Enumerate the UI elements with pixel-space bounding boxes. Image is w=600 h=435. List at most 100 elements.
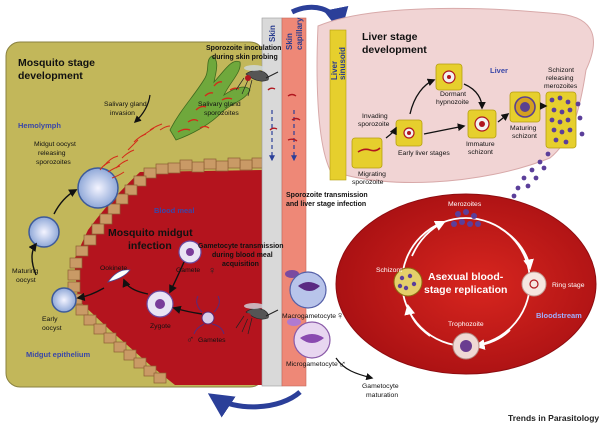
salivary-invasion-label-2: invasion (110, 110, 135, 117)
skin-label: Skin (268, 25, 277, 42)
migrating-label-2: sporozoite (352, 179, 384, 186)
blood-stage-oval: Merozoites Asexual blood- stage replicat… (335, 193, 597, 375)
midgut-oocyst-label-2: releasing (38, 150, 66, 157)
ring-stage-cell (521, 271, 547, 297)
trophozoite-label: Trophozoite (448, 321, 484, 328)
maturing-schizont-label-1: Maturing (510, 125, 537, 132)
skin-column: Skin Skin capillary (261, 17, 307, 387)
mosquito-stage-panel: Mosquito stage development Hemolymph Sal… (5, 41, 265, 388)
ookinete-label: Ookinete (100, 265, 127, 272)
midgut-epithelium-cells (67, 157, 265, 384)
trophozoite-parasite (460, 340, 472, 352)
maturing-oocyst-label-1: Maturing (12, 268, 39, 275)
invading-label-2: sporozoite (358, 121, 390, 128)
male-gametes (193, 295, 225, 335)
zygote-nucleus (155, 299, 165, 309)
journal-credit: Trends in Parasitology (508, 413, 599, 423)
ring-stage-label: Ring stage (552, 282, 585, 289)
dormant-label-1: Dormant (440, 91, 466, 98)
salivary-invasion-label-1: Salivary gland (104, 101, 147, 108)
mosquito-stage-title-1: Mosquito stage (18, 57, 95, 69)
salivary-sporozoites (177, 81, 240, 133)
arrow-salivary-invasion (133, 94, 151, 123)
arrow-gametes-to-zygote (172, 305, 203, 315)
zygote-label: Zygote (150, 323, 171, 330)
bloodstream-ellipse (335, 193, 597, 375)
early-liver-stages-label: Early liver stages (398, 150, 450, 157)
midgut-epithelium-label: Midgut epithelium (26, 350, 90, 359)
capillary-gametocytes (285, 270, 301, 326)
dormant-label-2: hypnozoite (436, 99, 469, 106)
blood-schizont-label: Schizont (376, 267, 402, 274)
invading-label-1: Invading (362, 113, 388, 120)
maturing-oocyst (28, 216, 60, 248)
salivary-gland-illustration (169, 55, 251, 141)
immature-schizont-label-1: Immature (466, 141, 495, 148)
capillary-sporozoites (267, 87, 301, 142)
macrogametocyte-parasite (298, 282, 320, 291)
gametocyte-transmission-label-1: Gametocyte transmission (198, 243, 284, 250)
early-oocyst (51, 287, 77, 313)
arrow-merozoites-to-ring (499, 227, 534, 271)
hemolymph-label: Hemolymph (18, 121, 61, 130)
salivary-sporozoites-label-1: Salivary gland (198, 101, 241, 108)
cycle-arrow-bottom (207, 390, 302, 418)
skin-capillary-label-1: Skin (285, 33, 294, 50)
liver-label: Liver (490, 66, 508, 75)
mosquito-illustration-bottom (235, 303, 279, 335)
gametocyte-maturation-label-2: maturation (366, 392, 398, 399)
schizont-release-label-1: Schizont (548, 67, 574, 74)
sinusoid-label-1: Liver (330, 61, 339, 80)
migrating-label-1: Migrating (358, 171, 386, 178)
liver-stage-panel: Liver sinusoid (316, 7, 594, 199)
midgut-infection-label-2: infection (128, 240, 172, 252)
schizont-releasing-merozoites (511, 91, 585, 199)
midgut-oocyst-label-3: sporozoites (36, 159, 71, 166)
gametocyte-transmission-label-2: during blood meal (212, 252, 273, 259)
female-symbol-gamete: ♀ (208, 265, 216, 277)
arrow-dormant-to-immature (463, 83, 486, 110)
gametocyte-transmission-label-3: acquisition (222, 261, 259, 268)
arrow-maturing-to-releasing-oocyst (53, 189, 78, 215)
merozoites-label: Merozoites (448, 201, 482, 208)
sinusoid-label-2: sinusoid (338, 47, 347, 80)
midgut-blood-meal-region (74, 170, 264, 385)
arrow-early-to-dormant (409, 78, 436, 115)
male-symbol-micro: ♂ (338, 359, 346, 371)
arrow-zygote-to-ookinete (122, 278, 149, 295)
released-sporozoite-swarm (99, 123, 171, 179)
arrow-ookinete-to-early-oocyst (76, 287, 105, 302)
blood-schizont-cell (393, 267, 423, 297)
gamete-label: Gamete (176, 267, 200, 274)
microgametocyte-parasite (300, 334, 324, 343)
blood-schizont-merozoites (397, 273, 417, 291)
early-oocyst-label-2: oocyst (42, 325, 62, 332)
arrow-schizont-to-merozoites (411, 221, 446, 257)
schizont-release-label-3: merozoites (544, 83, 578, 90)
arrow-early-to-maturing-oocyst (28, 242, 37, 276)
salivary-sporozoites-label-2: sporozoites (204, 110, 239, 117)
asexual-label-2: stage replication (424, 284, 507, 296)
macrogametocyte-label: Macrogametocyte (282, 313, 336, 320)
gametocyte-maturation-label-1: Gametocyte (362, 383, 399, 390)
gametes-label: Gametes (198, 337, 226, 344)
maturing-oocyst-label-2: oocyst (16, 277, 36, 284)
liver-stage-title-2: development (362, 44, 427, 56)
early-oocyst-label-1: Early (42, 316, 58, 323)
bloodstream-label: Bloodstream (536, 311, 582, 320)
merozoite-cluster (451, 209, 481, 227)
midgut-oocyst-label-1: Midgut oocyst (34, 141, 76, 148)
male-symbol-gametes: ♂ (186, 334, 194, 346)
microgametocyte-label: Microgametocyte (286, 361, 338, 368)
sporozoite-inoculation-label-1: Sporozoite inoculation (206, 45, 281, 52)
ring-stage-parasite (529, 279, 539, 289)
blood-meal-label: Blood meal (154, 206, 194, 215)
liver-sinusoid-strip (329, 29, 347, 181)
ookinete-cell (107, 269, 131, 283)
arrow-early-to-immature (423, 123, 466, 135)
arrow-trophozoite-to-schizont (404, 303, 431, 337)
schizont-release-label-2: releasing (546, 75, 574, 82)
sporozoite-transmission-label-2: and liver stage infection (286, 201, 366, 208)
